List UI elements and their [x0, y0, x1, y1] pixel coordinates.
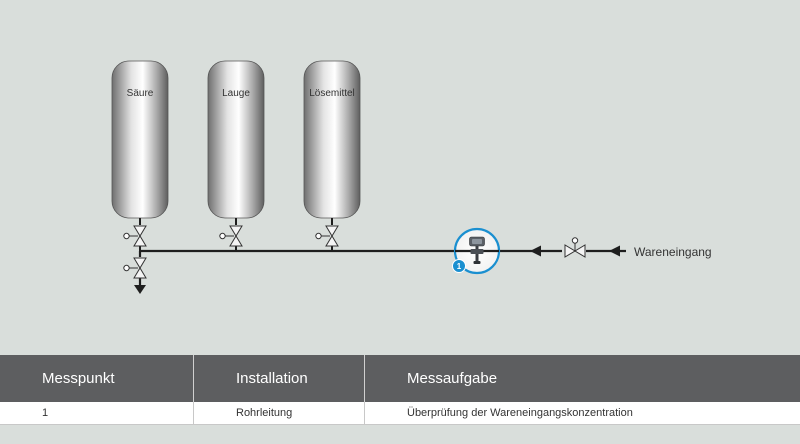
tank-label: Säure — [127, 88, 154, 99]
cell-messaufgabe: Überprüfung der Wareneingangskonzentrati… — [364, 402, 800, 424]
column-header-installation: Installation — [193, 355, 364, 402]
flow-arrow-icon — [609, 245, 620, 257]
drain-valve-icon[interactable] — [123, 257, 147, 279]
cell-messpunkt: 1 — [42, 407, 49, 419]
column-header-messaufgabe: Messaufgabe — [364, 355, 800, 402]
inlet-valve-icon[interactable] — [564, 237, 586, 258]
tank-saeure: Säure — [111, 60, 169, 219]
column-header-messpunkt: Messpunkt — [42, 370, 115, 387]
valve-icon[interactable] — [219, 225, 243, 247]
sensor-icon — [469, 236, 485, 264]
measuring-point[interactable]: 1 — [452, 227, 501, 275]
measuring-point-table: Messpunkt Installation Messaufgabe 1 Roh… — [0, 355, 800, 444]
inlet-label: Wareneingang — [634, 245, 712, 259]
table-footer-spacer — [0, 425, 800, 444]
main-pipe — [138, 249, 626, 285]
valve-icon[interactable] — [123, 225, 147, 247]
tank-loesemittel: Lösemittel — [303, 60, 361, 219]
tank-label: Lösemittel — [309, 88, 355, 99]
process-diagram: Säure Lauge Lösemittel — [111, 60, 712, 294]
tank-outlet-pipes — [139, 218, 333, 251]
measuring-point-badge-label: 1 — [457, 262, 462, 271]
drain-arrow-icon — [134, 285, 146, 294]
table-header: Messpunkt Installation Messaufgabe — [0, 355, 800, 402]
tank-lauge: Lauge — [207, 60, 265, 219]
table-row: 1 Rohrleitung Überprüfung der Wareneinga… — [0, 402, 800, 425]
valve-icon[interactable] — [315, 225, 339, 247]
tank-label: Lauge — [222, 88, 250, 99]
flow-arrow-icon — [530, 245, 541, 257]
cell-installation: Rohrleitung — [193, 402, 364, 424]
measuring-point-badge — [452, 259, 466, 273]
